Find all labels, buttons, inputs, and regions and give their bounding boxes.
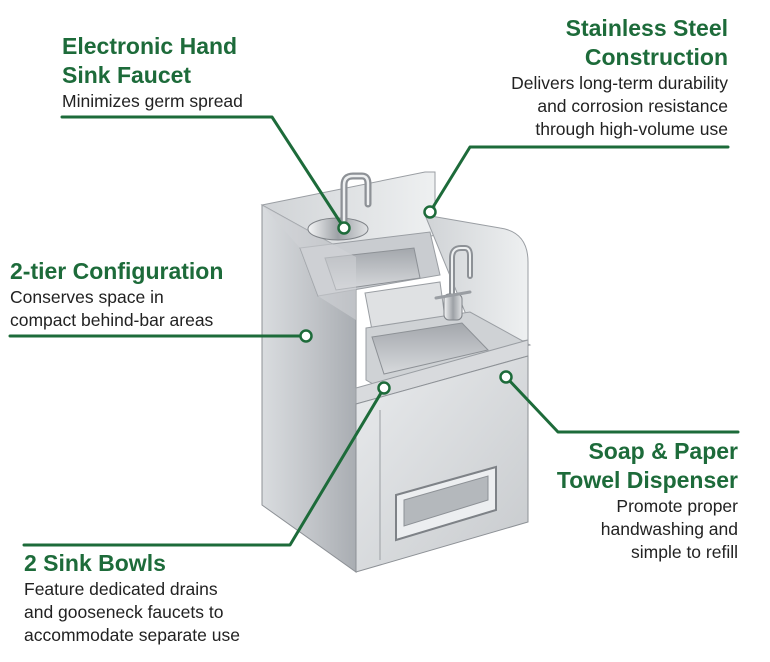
desc-line: through high-volume use [535,119,728,139]
title-line: Soap & Paper [588,438,738,464]
desc-line: Feature dedicated drains [24,579,218,599]
leader-steel [428,145,730,214]
towel-dispenser-opening [403,475,489,527]
desc-line: Minimizes germ spread [62,91,243,111]
sink-cabinet [260,171,532,573]
callout-faucet: Electronic Hand Sink Faucet Minimizes ge… [62,32,243,113]
title-line: Stainless Steel [565,15,728,41]
callout-description: Delivers long-term durability and corros… [511,72,728,141]
callout-description: Promote proper handwashing and simple to… [557,495,738,564]
callout-2-tier: 2-tier Configuration Conserves space in … [10,257,223,332]
desc-line: handwashing and [600,519,738,539]
desc-line: Delivers long-term durability [511,73,728,93]
callout-description: Minimizes germ spread [62,90,243,113]
callout-title: 2 Sink Bowls [24,549,240,578]
desc-line: and gooseneck faucets to [24,602,224,622]
desc-line: Promote proper [616,496,738,516]
desc-line: simple to refill [631,542,738,562]
leader-soap [504,375,740,434]
leader-faucet [60,115,346,230]
title-line: Towel Dispenser [556,467,738,493]
leader-lines [8,115,740,547]
callout-2-sink-bowls: 2 Sink Bowls Feature dedicated drains an… [24,549,240,647]
left-splash-guard [262,205,356,320]
title-line: Sink Faucet [62,62,192,88]
desc-line: accommodate separate use [24,625,240,645]
callout-description: Conserves space in compact behind-bar ar… [10,286,223,332]
callout-soap-towel: Soap & Paper Towel Dispenser Promote pro… [557,437,738,564]
title-line: 2-tier Configuration [10,258,224,284]
gooseneck-faucet [434,245,473,321]
ring-dot-icon [299,329,313,343]
title-line: Electronic Hand [62,33,238,59]
ring-dot-icon [337,221,351,235]
ring-dot-icon [423,205,437,219]
desc-line: and corrosion resistance [537,96,728,116]
callout-stainless-steel: Stainless Steel Construction Delivers lo… [511,14,728,141]
leader-bowls [22,386,386,547]
callout-title: Stainless Steel Construction [511,14,728,72]
gooseneck-body [443,293,463,321]
faucet-handle [434,290,472,300]
callout-title: Electronic Hand Sink Faucet [62,32,243,90]
callout-description: Feature dedicated drains and gooseneck f… [24,578,240,647]
desc-line: Conserves space in [10,287,164,307]
markers [299,205,513,395]
ring-dot-icon [499,370,513,384]
callout-title: Soap & Paper Towel Dispenser [557,437,738,495]
title-line: Construction [584,44,728,70]
ring-dot-icon [377,381,391,395]
title-line: 2 Sink Bowls [24,550,166,576]
desc-line: compact behind-bar areas [10,310,214,330]
lower-sink-bowl [371,322,489,375]
callout-title: 2-tier Configuration [10,257,223,286]
